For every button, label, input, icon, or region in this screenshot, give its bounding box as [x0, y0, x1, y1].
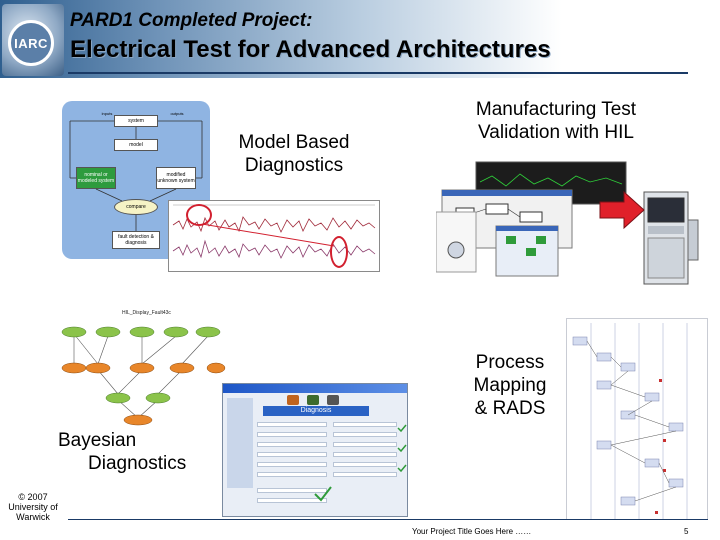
process-map-drawing	[572, 323, 688, 519]
diagram-inputs: inputs	[101, 110, 113, 116]
diagnosis-row[interactable]	[333, 432, 397, 437]
bayes-graph	[61, 326, 226, 426]
footer-divider	[68, 519, 708, 520]
diagnosis-row[interactable]	[257, 472, 327, 477]
anomaly-callout-2	[330, 236, 348, 268]
manufacturing-label: Manufacturing Test Validation with HIL	[475, 99, 637, 143]
model-diagram: inputs outputs system model nominal or m…	[62, 101, 210, 259]
user-icon	[327, 395, 339, 405]
red-arrow-hil	[599, 190, 645, 230]
process-mapping-label: Process Mapping & RADS	[473, 352, 547, 419]
bayesian-label: Bayesian Diagnostics	[58, 430, 187, 474]
iarc-logo: IARC	[2, 4, 64, 76]
diagnosis-sidebar	[227, 398, 253, 488]
diagnosis-row[interactable]	[257, 422, 327, 427]
diagram-nominal-box: nominal or modeled system	[76, 167, 116, 189]
diagram-connectors	[69, 120, 203, 231]
header-divider	[68, 72, 688, 74]
diagnosis-banner: Diagnosis	[263, 406, 369, 416]
page-number: 5	[684, 527, 689, 536]
diagnosis-row[interactable]	[257, 452, 327, 457]
hil-software-windows	[435, 161, 627, 277]
diagram-outputs: outputs	[170, 110, 184, 116]
header-band: IARC PARD1 Completed Project: Electrical…	[0, 0, 720, 78]
diagnosis-row[interactable]	[257, 432, 327, 437]
tool-icon	[287, 395, 299, 405]
diagnosis-row[interactable]	[333, 442, 397, 447]
hil-screenshot	[435, 152, 632, 280]
callout-link-line	[201, 223, 335, 247]
bayes-net-title: HIL_Display_Fault43c	[122, 310, 171, 316]
rack-drawing	[643, 191, 699, 285]
diagnosis-row[interactable]	[257, 488, 327, 493]
diagnosis-row[interactable]	[257, 498, 327, 503]
diagnosis-row[interactable]	[333, 452, 397, 457]
diagnosis-row[interactable]	[257, 462, 327, 467]
diagram-model-box: model	[114, 139, 158, 151]
bayesian-network: HIL_Display_Fault43c	[58, 310, 226, 430]
diagram-fault-box: fault detection & diagnosis	[112, 231, 160, 249]
process-map	[566, 318, 708, 520]
chart-icon	[307, 395, 319, 405]
page-title: Electrical Test for Advanced Architectur…	[70, 36, 551, 63]
model-based-label: Model Based Diagnostics	[238, 132, 350, 176]
check-icon	[314, 486, 332, 502]
diagram-compare-node: compare	[114, 199, 158, 215]
anomaly-callout-1	[186, 204, 212, 226]
copyright: © 2007 University of Warwick	[8, 492, 58, 522]
logo-text: IARC	[8, 20, 54, 66]
diagnosis-row[interactable]	[333, 462, 397, 467]
diagram-modified-box: modified unknown system	[156, 167, 196, 189]
diagnosis-row[interactable]	[257, 442, 327, 447]
diagnosis-titlebar	[223, 384, 407, 393]
footer-project-title: Your Project Title Goes Here ……	[412, 527, 532, 536]
diagnosis-window: Diagnosis	[222, 383, 408, 517]
check-icons	[397, 424, 407, 473]
diagnosis-row[interactable]	[333, 472, 397, 477]
hil-test-rack	[640, 190, 700, 286]
diagnosis-row[interactable]	[333, 422, 397, 427]
diagram-system-box: system	[114, 115, 158, 127]
page-supertitle: PARD1 Completed Project:	[70, 10, 313, 31]
